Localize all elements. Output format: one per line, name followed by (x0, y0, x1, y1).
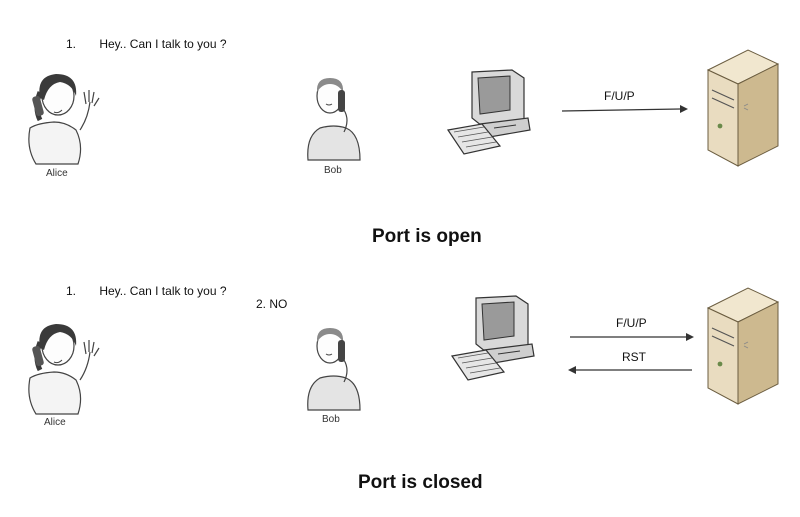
step-text: Hey.. Can I talk to you ? (99, 284, 227, 298)
scene1-step-1: 1. Hey.. Can I talk to you ? (66, 37, 227, 51)
computer-icon (450, 295, 535, 381)
scene2-step-1: 1. Hey.. Can I talk to you ? (66, 284, 227, 298)
step-number: 1. (66, 37, 77, 51)
alice-figure (28, 74, 100, 165)
heading-port-open: Port is open (372, 226, 482, 247)
forward-arrow (570, 333, 694, 341)
computer-icon (446, 69, 531, 155)
bob-figure (307, 78, 361, 161)
server-icon (706, 49, 780, 167)
forward-label: F/U/P (604, 89, 635, 103)
alice-figure (28, 324, 100, 415)
reply-text: 2. NO (256, 297, 288, 311)
forward-arrow (561, 105, 688, 113)
bob-figure (307, 328, 361, 411)
alice-label: Alice (46, 168, 68, 179)
bob-label: Bob (322, 414, 340, 425)
alice-label: Alice (44, 417, 66, 428)
bob-label: Bob (324, 165, 342, 176)
reply-arrow (568, 366, 692, 374)
server-icon (706, 287, 780, 405)
reply-label: RST (622, 350, 646, 364)
step-number: 1. (66, 284, 77, 298)
step-text: Hey.. Can I talk to you ? (99, 37, 227, 51)
forward-label: F/U/P (616, 316, 647, 330)
heading-port-closed: Port is closed (358, 472, 483, 493)
